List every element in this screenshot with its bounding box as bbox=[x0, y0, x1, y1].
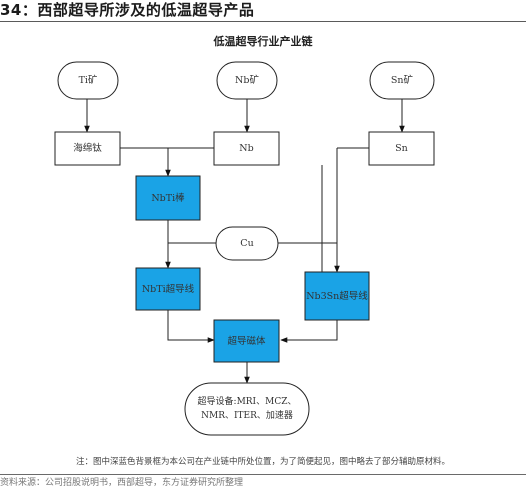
nb-ore-node bbox=[216, 61, 278, 100]
sponge-ti-node bbox=[54, 131, 121, 166]
nb3sn-wire-node bbox=[304, 271, 370, 321]
arrow-nb3sn-to-magnet bbox=[280, 320, 338, 343]
magnet-node bbox=[213, 319, 280, 363]
figure-title: 34：西部超导所涉及的低温超导产品 bbox=[0, 1, 255, 19]
nb-node bbox=[213, 131, 280, 166]
arrow-nbti-to-magnet bbox=[167, 310, 215, 343]
header-divider bbox=[0, 21, 526, 22]
ti-ore-node bbox=[57, 61, 119, 100]
nbti-wire-node bbox=[135, 267, 201, 311]
footer-divider bbox=[0, 474, 526, 475]
equipment-node bbox=[184, 382, 310, 436]
source-text: 资料来源：公司招股说明书，西部超导，东方证券研究所整理 bbox=[0, 478, 244, 488]
sn-ore-node bbox=[369, 61, 435, 100]
cu-node bbox=[215, 226, 279, 261]
figure-header: 34：西部超导所涉及的低温超导产品 bbox=[0, 0, 526, 22]
sn-node bbox=[368, 131, 435, 166]
diagram-note: 注：图中深蓝色背景框为本公司在产业链中所处位置，为了简便起见，图中略去了部分辅助… bbox=[75, 457, 450, 467]
footer: 资料来源：公司招股说明书，西部超导，东方证券研究所整理 bbox=[0, 477, 526, 491]
nbti-rod-node bbox=[135, 175, 201, 221]
diagram-title: 低温超导行业产业链 bbox=[213, 35, 313, 48]
